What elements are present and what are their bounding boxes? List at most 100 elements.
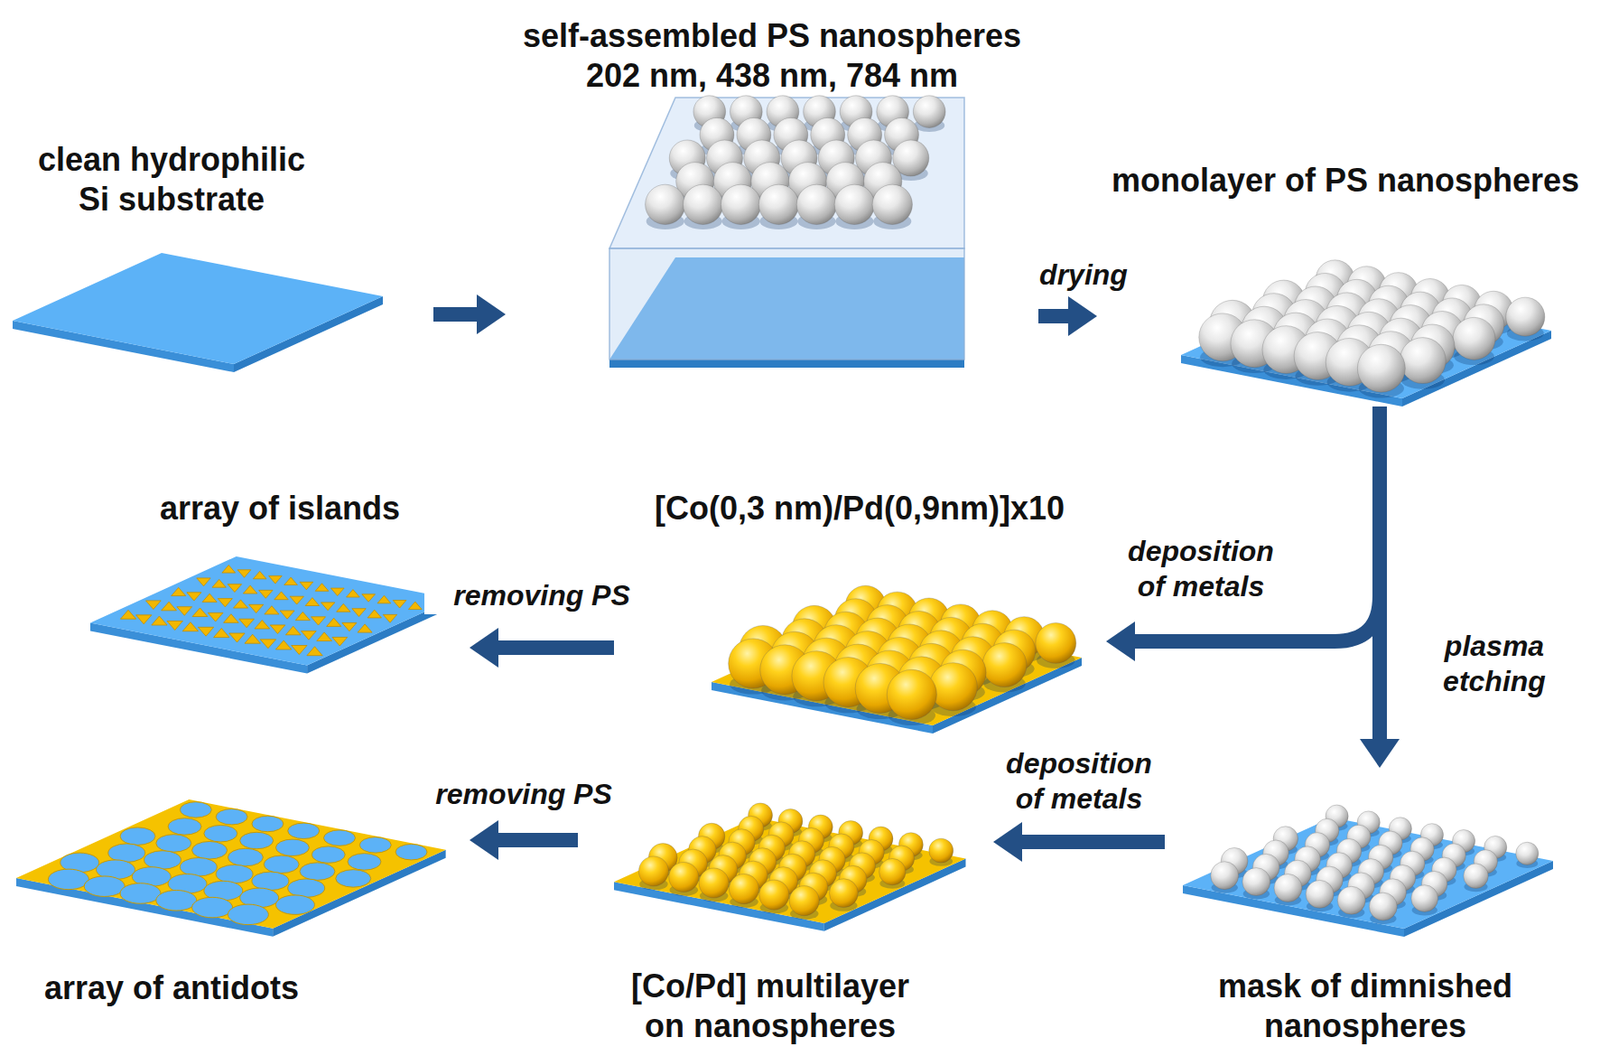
nanosphere xyxy=(1463,863,1489,888)
antidot-hole xyxy=(215,864,253,884)
metal-island xyxy=(233,599,249,608)
metal-island xyxy=(274,591,289,600)
metal-island xyxy=(311,616,326,625)
water-body xyxy=(609,248,965,360)
step-label: deposition of metals xyxy=(1117,533,1285,605)
nanosphere xyxy=(1305,879,1334,908)
trough-figure xyxy=(609,95,965,368)
process-arrow xyxy=(993,821,1165,862)
stage-label: clean hydrophilic Si substrate xyxy=(29,139,315,220)
antidot-hole xyxy=(167,818,202,835)
nanosphere xyxy=(638,855,669,886)
metal-island xyxy=(249,604,264,613)
metal-island xyxy=(352,608,366,617)
metal-island xyxy=(279,610,295,619)
nanosphere xyxy=(759,879,790,910)
arrow-head xyxy=(469,819,499,860)
antidot-hole xyxy=(156,834,192,852)
nanosphere xyxy=(796,184,837,224)
metal-island xyxy=(382,613,397,623)
metal-island xyxy=(192,607,208,617)
nanosphere xyxy=(929,837,954,863)
nanosphere xyxy=(872,184,912,224)
metal-island xyxy=(295,611,310,620)
metal-island xyxy=(136,614,152,624)
process-stage: array of antidots xyxy=(9,767,470,1050)
metal-island xyxy=(244,633,261,643)
metal-island xyxy=(357,623,373,633)
metal-island xyxy=(196,577,211,587)
stage-label: self-assembled PS nanospheres xyxy=(505,16,1039,56)
antidot-hole xyxy=(323,829,355,846)
process-stage: monolayer of PS nanospheres xyxy=(1097,153,1594,407)
antidot-hole xyxy=(120,883,161,904)
metal-island xyxy=(269,576,283,584)
step-label: removing PS xyxy=(406,776,642,812)
process-arrow xyxy=(469,819,578,860)
antidot-hole xyxy=(275,838,309,856)
metal-island xyxy=(229,632,245,642)
process-stage: clean hydrophilic Si substrate xyxy=(9,135,434,375)
metal-island xyxy=(167,621,183,631)
nanosphere xyxy=(886,669,937,719)
antidot-hole xyxy=(215,808,248,824)
metal-island xyxy=(346,589,361,597)
metal-island xyxy=(146,600,162,610)
monolayer-figure xyxy=(1181,260,1552,407)
metal-island xyxy=(227,584,242,593)
arrow-shaft xyxy=(496,832,578,847)
antidot-hole xyxy=(144,850,182,870)
metal-film xyxy=(711,613,1082,726)
nanosphere xyxy=(912,95,946,129)
process-stage: array of islands xyxy=(81,483,470,687)
metal-island xyxy=(182,622,198,632)
metal-island xyxy=(321,602,335,611)
nanosphere xyxy=(834,184,875,224)
nanosphere xyxy=(1452,316,1496,360)
nanosphere xyxy=(720,184,761,224)
stage-label-box: array of islands xyxy=(90,488,470,529)
metal-island xyxy=(362,594,376,602)
stage-label-box: [Co/Pd] multilayer on nanospheres xyxy=(621,966,920,1046)
antidot-hole xyxy=(275,894,315,915)
metal-island xyxy=(336,603,351,612)
antidot-hole xyxy=(83,875,125,897)
antidot-hole xyxy=(192,840,228,858)
metal-island xyxy=(207,612,224,622)
metal-island xyxy=(332,636,348,646)
metal-island xyxy=(289,595,304,605)
metal-island xyxy=(259,589,273,598)
arrow-shaft xyxy=(1133,406,1380,642)
substrate-top xyxy=(1182,817,1554,929)
nanosphere xyxy=(1242,867,1271,896)
antidot-hole xyxy=(120,827,156,845)
metal-island xyxy=(275,640,291,650)
nanosphere xyxy=(728,874,759,904)
substrate-side xyxy=(824,858,967,931)
step-label: drying xyxy=(1015,257,1152,293)
antidot-hole xyxy=(108,843,146,863)
metal-film xyxy=(16,799,447,929)
water-surface xyxy=(609,97,965,249)
substrate-side xyxy=(609,359,965,368)
stage-label: [Co/Pd] multilayer on nanospheres xyxy=(621,966,920,1046)
step-label: plasma etching xyxy=(1431,628,1558,699)
nanosphere xyxy=(1210,861,1239,890)
metal-island xyxy=(239,618,255,628)
stage-label: array of antidots xyxy=(18,967,326,1008)
antidot-hole xyxy=(288,822,320,838)
metal-island xyxy=(252,570,267,578)
metal-island xyxy=(223,613,240,624)
nanosphere xyxy=(929,662,977,711)
metal-island xyxy=(171,586,187,596)
stage-label: array of islands xyxy=(90,488,470,529)
antidot-hole xyxy=(179,856,217,876)
metal-island xyxy=(285,625,301,635)
antidot-hole xyxy=(288,878,326,898)
stage-label-box: [Co(0,3 nm)/Pd(0,9nm)]x10 xyxy=(615,488,1104,529)
metal-island xyxy=(392,600,407,609)
process-arrow xyxy=(469,627,614,668)
metal-island xyxy=(316,632,333,642)
process-arrow xyxy=(1106,406,1380,661)
nanosphere xyxy=(982,642,1027,688)
